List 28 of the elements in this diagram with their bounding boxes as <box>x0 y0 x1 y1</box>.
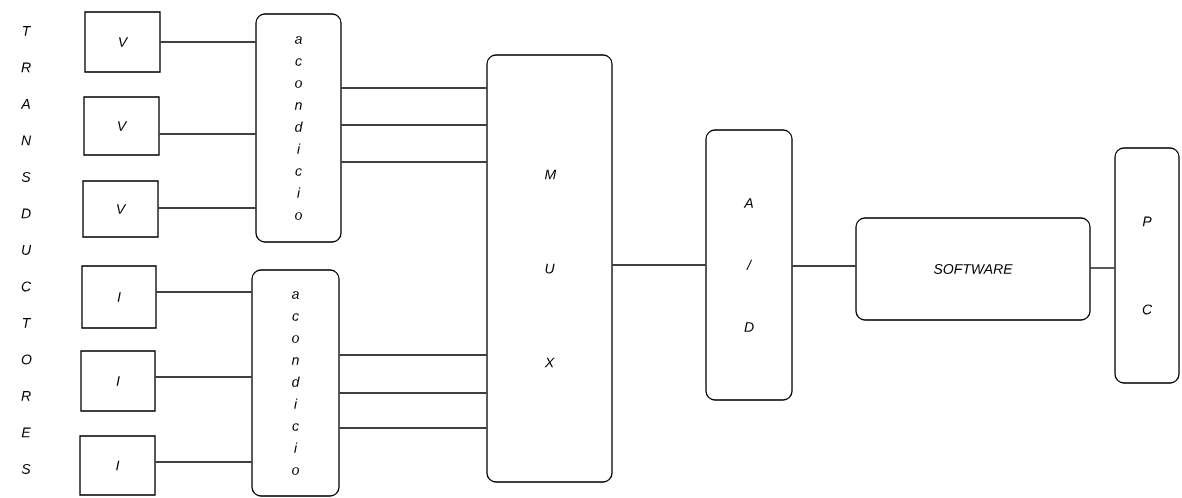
connector-line <box>341 124 487 126</box>
connector-line <box>155 461 252 463</box>
connector-line <box>339 354 487 356</box>
connector-line <box>792 265 856 267</box>
software-box: SOFTWARE <box>855 217 1091 321</box>
sensor-box: I <box>81 265 157 329</box>
vertical-label: T R A N S D U C T O R E S <box>20 26 32 474</box>
sensor-box: V <box>84 11 161 73</box>
connector-line <box>156 291 252 293</box>
sensor-box: I <box>80 350 156 412</box>
sensor-box: I <box>79 435 156 496</box>
converter-box: A / D <box>705 129 793 401</box>
connector-line <box>155 376 252 378</box>
conditioner-box: a c o n d i c i o <box>251 269 340 497</box>
connector-line <box>612 264 706 266</box>
sensor-box: V <box>82 180 159 238</box>
conditioner-box: a c o n d i c i o <box>255 13 342 243</box>
connector-line <box>159 133 256 135</box>
connector-line <box>1090 267 1115 269</box>
connector-line <box>341 161 487 163</box>
connector-line <box>341 87 487 89</box>
connector-line <box>160 41 256 43</box>
connector-line <box>339 427 487 429</box>
computer-box: P C <box>1114 147 1180 384</box>
connector-line <box>339 392 487 394</box>
connector-line <box>158 207 256 209</box>
sensor-box: V <box>83 96 160 156</box>
multiplexer-box: M U X <box>486 54 613 483</box>
